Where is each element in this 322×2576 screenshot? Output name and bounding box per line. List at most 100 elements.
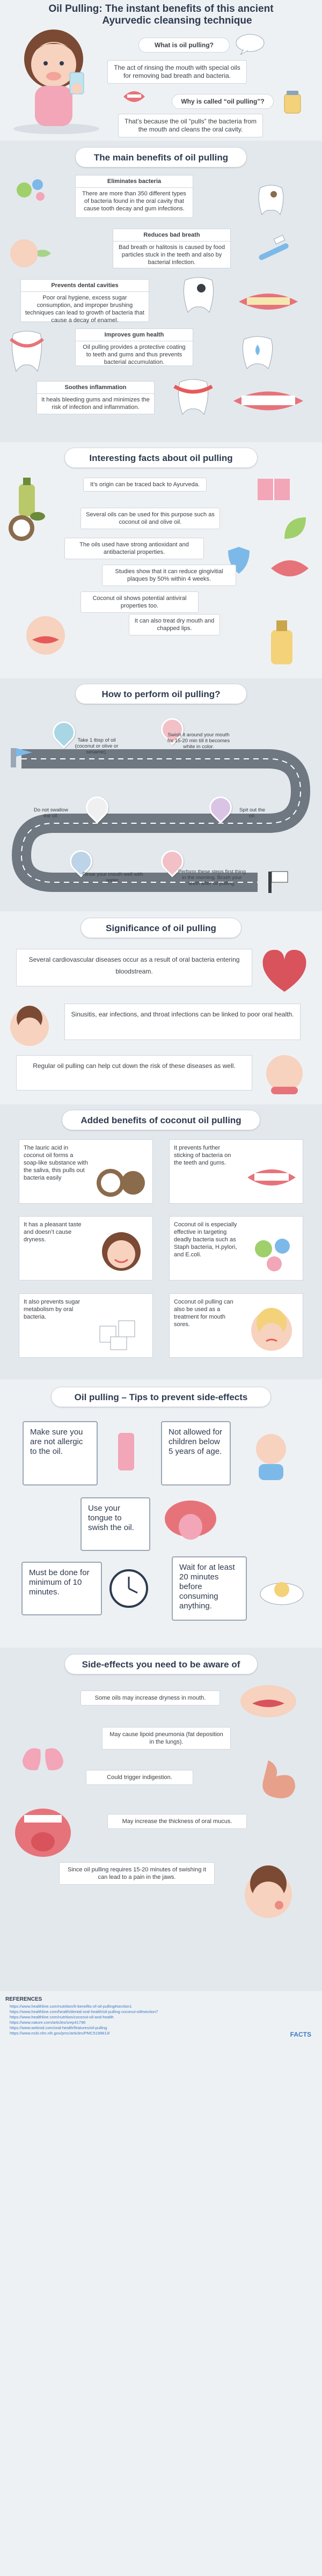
- tip-text: Wait for at least 20 minutes before cons…: [179, 1563, 235, 1611]
- benefit-card-prevents-cavities: Prevents dental cavities Poor oral hygie…: [20, 279, 149, 324]
- tip-card: Make sure you are not allergic to the oi…: [23, 1421, 98, 1485]
- significance-text: Sinusitis, ear infections, and throat in…: [71, 1011, 294, 1018]
- tip-text: Not allowed for children below 5 years o…: [169, 1428, 223, 1456]
- oil-bottle-icon: [271, 620, 292, 664]
- tip-card: Not allowed for children below 5 years o…: [161, 1421, 231, 1485]
- coconut-benefit-text: It also prevents sugar metabolism by ora…: [24, 1299, 80, 1320]
- lips-icon: [26, 616, 65, 655]
- coconut-benefit-card: Coconut oil is especially effective in t…: [169, 1216, 303, 1280]
- child-icon: [256, 1434, 286, 1480]
- tip-card: Use your tongue to swish the oil.: [80, 1497, 150, 1551]
- side-effect-item: Some oils may increase dryness in mouth.: [80, 1690, 220, 1706]
- sugar-cubes-icon: [99, 1320, 135, 1350]
- benefit-title: Eliminates bacteria: [76, 175, 193, 188]
- header-section: Oil Pulling: The instant benefits of thi…: [0, 0, 322, 140]
- benefit-title: Soothes inflammation: [37, 382, 154, 394]
- side-effect-item: May cause lipoid pneumonia (fat depositi…: [102, 1727, 231, 1750]
- open-mouth-icon: [15, 1809, 71, 1857]
- coconut-title: Added benefits of coconut oil pulling: [62, 1110, 260, 1130]
- bad-breath-icon: [10, 239, 51, 267]
- references-section: REFERENCES https://www.healthline.com/nu…: [0, 1991, 322, 2576]
- coconut-benefit-text: It prevents further sticking of bacteria…: [174, 1145, 231, 1166]
- oil-jar-icon: [284, 91, 301, 114]
- side-effects-section: Side-effects you need to be aware of Som…: [0, 1648, 322, 1991]
- benefit-text: Bad breath or halitosis is caused by foo…: [118, 244, 225, 266]
- gum-icon: [271, 560, 309, 576]
- speech-bubble-icon: [236, 34, 265, 55]
- fact-item: It’s origin can be traced back to Ayurve…: [83, 478, 207, 492]
- girl-rinsing-illustration: [13, 30, 99, 134]
- benefit-text: Oil pulling provides a protective coatin…: [83, 344, 186, 365]
- coconut-icon: [9, 515, 34, 541]
- stomach-icon: [262, 1760, 295, 1798]
- how-title: How to perform oil pulling?: [75, 684, 247, 704]
- benefit-title: Prevents dental cavities: [21, 280, 149, 292]
- coconut-benefit-card: It also prevents sugar metabolism by ora…: [19, 1293, 153, 1358]
- tips-title: Oil pulling – Tips to prevent side-effec…: [51, 1387, 271, 1407]
- food-plate-icon: [260, 1582, 304, 1605]
- brand-logo: FACTS: [290, 2031, 311, 2038]
- leaf-icon: [284, 517, 306, 539]
- page-title: Oil Pulling: The instant benefits of thi…: [0, 3, 322, 27]
- inflamed-tooth-icon: [173, 379, 213, 415]
- healthy-gum-icon: [10, 331, 44, 372]
- reference-link[interactable]: https://www.webmd.com/oral-health/featur…: [10, 2025, 107, 2030]
- reference-link[interactable]: https://www.healthline.com/nutrition/coc…: [10, 2015, 114, 2019]
- bacteria-cluster-icon: [255, 1239, 290, 1271]
- tip-card: Must be done for minimum of 10 minutes.: [21, 1562, 102, 1615]
- question-what-is-oil-pulling: What is oil pulling?: [138, 38, 230, 53]
- happy-girl-icon: [102, 1232, 141, 1271]
- benefit-text: It heals bleeding gums and minimizes the…: [41, 397, 150, 411]
- reference-link[interactable]: https://www.ncbi.nlm.nih.gov/pmc/article…: [10, 2031, 110, 2036]
- step-2-text: Swish it around your mouth for 15-20 min…: [167, 732, 230, 750]
- benefit-card-soothes-inflammation: Soothes inflammation It heals bleeding g…: [36, 381, 155, 414]
- tongue-icon: [165, 1501, 216, 1540]
- benefit-card-reduces-bad-breath: Reduces bad breath Bad breath or halitos…: [113, 229, 231, 268]
- references-list: https://www.healthline.com/nutrition/6-b…: [10, 2004, 299, 2036]
- jaw-pain-icon: [245, 1865, 292, 1918]
- side-effect-item: May increase the thickness of oral mucus…: [107, 1814, 247, 1829]
- lungs-icon: [23, 1731, 63, 1770]
- benefit-text: Poor oral hygiene, excess sugar consumpt…: [25, 295, 144, 324]
- coconut-benefit-text: Coconut oil is especially effective in t…: [174, 1221, 237, 1258]
- cavity-tooth-icon: [183, 277, 214, 313]
- significance-card-2: Sinusitis, ear infections, and throat in…: [64, 1004, 301, 1040]
- smile-teeth-icon: [233, 391, 303, 411]
- benefits-section: The main benefits of oil pulling Elimina…: [0, 141, 322, 442]
- fact-item: It can also treat dry mouth and chapped …: [129, 614, 220, 635]
- coconut-benefit-card: The lauric acid in coconut oil forms a s…: [19, 1139, 153, 1204]
- step-6-text: Perform these steps first thing in the m…: [178, 869, 246, 887]
- fact-item: Several oils can be used for this purpos…: [80, 508, 220, 529]
- tip-text: Must be done for minimum of 10 minutes.: [29, 1568, 90, 1597]
- facts-title: Interesting facts about oil pulling: [64, 448, 258, 468]
- side-effect-item: Since oil pulling requires 15-20 minutes…: [59, 1862, 215, 1885]
- dry-mouth-icon: [240, 1685, 296, 1717]
- tip-card: Wait for at least 20 minutes before cons…: [172, 1556, 247, 1621]
- teeth-row-icon: [247, 1169, 296, 1185]
- coconut-benefit-text: Coconut oil pulling can also be used as …: [174, 1299, 233, 1328]
- benefit-card-eliminates-bacteria: Eliminates bacteria There are more than …: [75, 175, 193, 218]
- heart-icon: [262, 949, 306, 992]
- road-path: [11, 748, 311, 893]
- reference-link[interactable]: https://www.healthline.com/health/dental…: [10, 2009, 158, 2014]
- coconut-halves-icon: [97, 1169, 145, 1197]
- tip-text: Use your tongue to swish the oil.: [88, 1504, 134, 1532]
- question-why-called-oil-pulling: Why is called “oil pulling”?: [172, 94, 274, 109]
- how-section: How to perform oil pulling? Take 1 tbsp …: [0, 678, 322, 911]
- side-effects-title: Side-effects you need to be aware of: [64, 1654, 258, 1674]
- page-title-line2: Ayurvedic cleansing technique: [102, 15, 252, 26]
- coconut-benefit-text: The lauric acid in coconut oil forms a s…: [24, 1145, 88, 1181]
- reference-link[interactable]: https://www.healthline.com/nutrition/6-b…: [10, 2004, 132, 2009]
- olive-oil-icon: [19, 478, 45, 521]
- significance-card-3: Regular oil pulling can help cut down th…: [16, 1055, 252, 1091]
- reference-link[interactable]: https://www.nature.com/articles/srep4179…: [10, 2020, 86, 2025]
- step-3-text: Do not swallow the oil.: [34, 807, 68, 819]
- tooth-with-droplet-icon: [242, 336, 273, 369]
- toothbrush-icon: [259, 235, 289, 260]
- step-4-text: Spit out the oil.: [239, 807, 266, 819]
- benefit-text: There are more than 350 different types …: [82, 191, 186, 212]
- fact-item: Coconut oil shows potential antiviral pr…: [80, 591, 199, 613]
- step-1-text: Take 1 tbsp of oil (coconut or olive or …: [75, 737, 119, 755]
- benefit-title: Improves gum health: [76, 329, 193, 341]
- significance-card-1: Several cardiovascular diseases occur as…: [16, 949, 252, 986]
